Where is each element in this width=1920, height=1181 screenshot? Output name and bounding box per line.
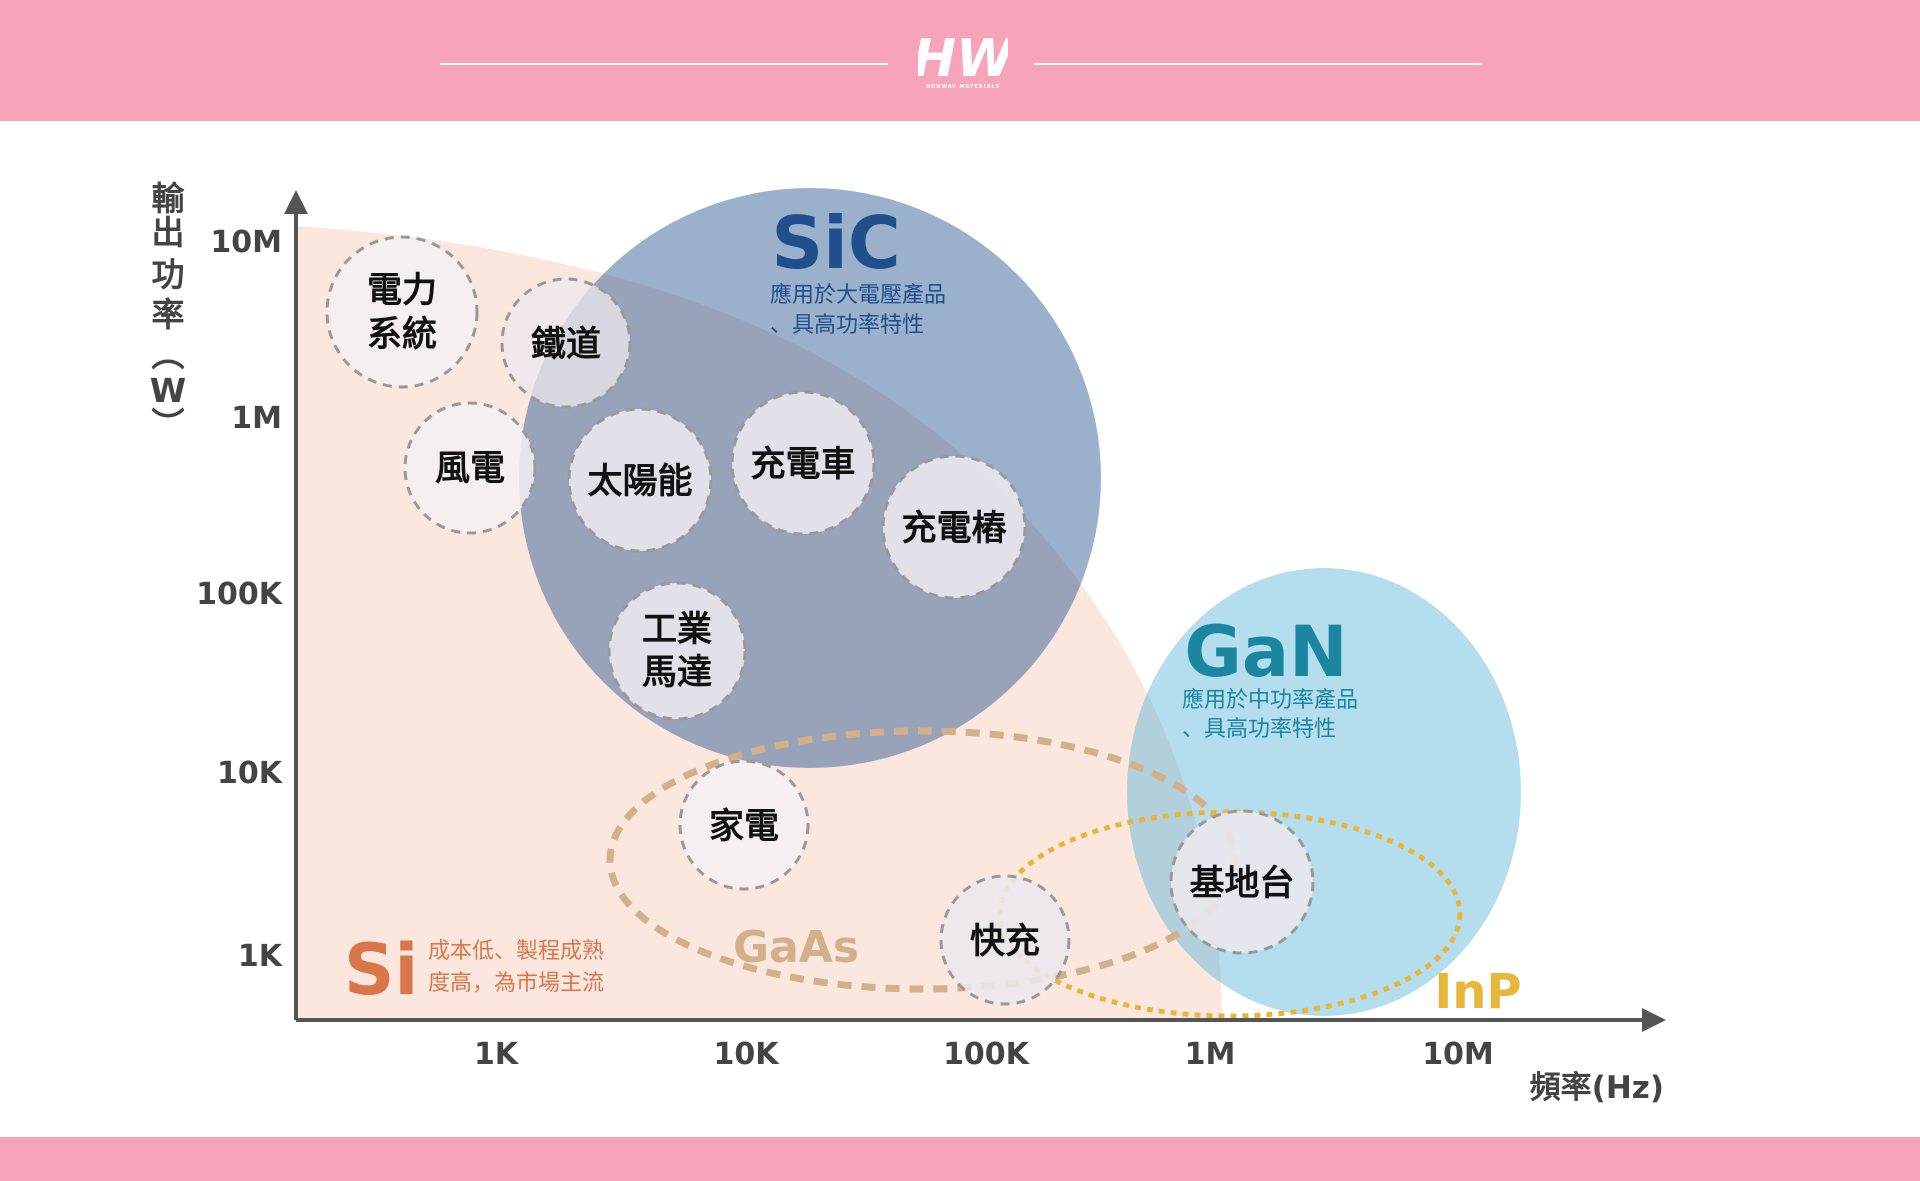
- hw-logo: HW: [918, 29, 1008, 89]
- bubble-ev-charging: 充電車: [730, 390, 876, 536]
- svg-text:工業: 工業: [642, 610, 712, 650]
- bubble-charging-pile: 充電樁: [881, 454, 1027, 600]
- sic-desc-1: 應用於大電壓產品: [770, 282, 946, 308]
- svg-text:電力: 電力: [367, 271, 437, 311]
- y-tick-1k: 1K: [238, 939, 284, 974]
- header-band: [0, 0, 1920, 121]
- si-desc-1: 成本低、製程成熟: [428, 939, 604, 964]
- x-tick-1m: 1M: [1185, 1037, 1236, 1072]
- si-name: Si: [344, 929, 418, 1011]
- bubble-home-appliance: 家電: [678, 759, 810, 891]
- y-tick-10k: 10K: [217, 756, 284, 791]
- x-tick-10k: 10K: [714, 1037, 781, 1072]
- svg-text:基地台: 基地台: [1189, 864, 1294, 904]
- svg-text:太陽能: 太陽能: [587, 462, 692, 502]
- svg-text:出: 出: [152, 213, 185, 252]
- inp-name: InP: [1434, 964, 1521, 1020]
- bubble-industrial-motor: 工業 馬達: [607, 581, 747, 721]
- svg-text:︵: ︵: [152, 335, 185, 374]
- si-region: [296, 226, 1222, 1020]
- bubble-power-system: 電力 系統: [325, 235, 479, 389]
- svg-text:︶: ︶: [152, 405, 185, 444]
- y-axis-arrow: [284, 190, 308, 214]
- footer-band: [0, 1137, 1920, 1181]
- gan-desc-2: 、具高功率特性: [1182, 717, 1336, 742]
- logo-mark: HW: [918, 29, 1008, 89]
- gaas-name: GaAs: [733, 922, 859, 973]
- app-bubbles: 電力 系統 鐵道 風電 太陽能 充電車 充電樁 工業 馬達: [325, 235, 1315, 1006]
- gan-desc-1: 應用於中功率產品: [1182, 687, 1358, 713]
- svg-text:功: 功: [152, 255, 185, 294]
- header-line-right: [1034, 63, 1482, 65]
- bubble-wind-power: 風電: [403, 401, 537, 535]
- svg-text:家電: 家電: [709, 807, 779, 847]
- logo-subtitle: HONWAY MATERIALS: [925, 84, 1001, 90]
- svg-text:鐵道: 鐵道: [531, 325, 601, 365]
- y-tick-10m: 10M: [210, 225, 282, 260]
- svg-text:率: 率: [152, 295, 185, 334]
- y-ticks: 10M 1M 100K 10K 1K: [196, 225, 284, 974]
- y-tick-100k: 100K: [196, 577, 284, 612]
- bubble-fast-charge: 快充: [939, 874, 1071, 1006]
- svg-text:系統: 系統: [367, 315, 437, 355]
- svg-text:風電: 風電: [435, 449, 505, 489]
- x-tick-1k: 1K: [474, 1037, 520, 1072]
- x-axis-label: 頻率(Hz): [1530, 1070, 1664, 1106]
- bubble-base-station: 基地台: [1169, 809, 1315, 955]
- svg-text:充電車: 充電車: [750, 445, 855, 485]
- y-axis-label: 輸 出 功 率 ︵ W ︶: [150, 179, 186, 444]
- si-desc-2: 度高，為市場主流: [428, 971, 604, 996]
- header-line-left: [440, 63, 888, 65]
- y-tick-1m: 1M: [231, 401, 282, 436]
- bubble-solar: 太陽能: [567, 407, 713, 553]
- x-tick-100k: 100K: [943, 1037, 1031, 1072]
- x-tick-10m: 10M: [1422, 1037, 1494, 1072]
- svg-text:馬達: 馬達: [642, 653, 712, 693]
- svg-text:快充: 快充: [970, 922, 1040, 962]
- x-ticks: 1K 10K 100K 1M 10M: [474, 1037, 1494, 1072]
- bubble-railway: 鐵道: [500, 277, 632, 409]
- svg-text:輸: 輸: [152, 179, 186, 218]
- svg-text:充電樁: 充電樁: [901, 509, 1007, 549]
- gan-name: GaN: [1184, 611, 1347, 693]
- semiconductor-application-diagram: 輸 出 功 率 ︵ W ︶ 10M 1M 100K 10K 1K 1K 10K …: [150, 179, 1666, 1106]
- svg-text:W: W: [150, 371, 186, 410]
- sic-name: SiC: [771, 201, 900, 285]
- sic-desc-2: 、具高功率特性: [770, 313, 924, 338]
- x-axis-arrow: [1642, 1008, 1666, 1032]
